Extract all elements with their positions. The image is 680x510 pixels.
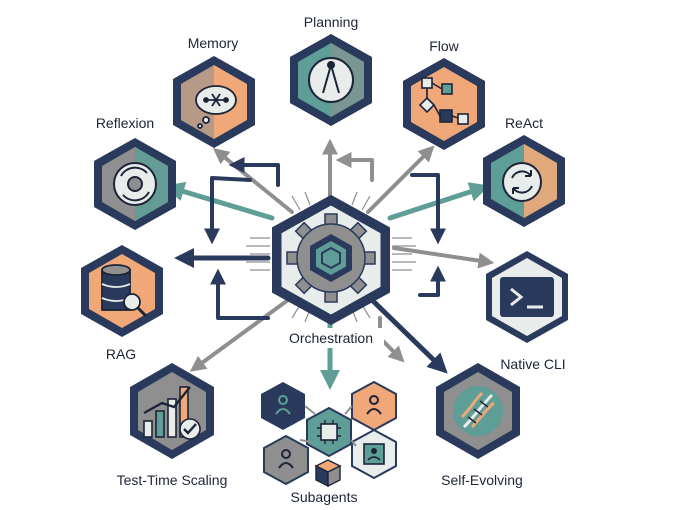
chip-icon [306, 406, 352, 458]
arrow-to-flow [366, 145, 435, 214]
arrow-to-test-time-scaling [189, 298, 290, 372]
terminal-icon [500, 277, 554, 317]
arrow-to-memory-2 [228, 157, 280, 187]
arrow-to-reflexion-2 [204, 176, 252, 245]
node-reflexion: Reflexion [94, 115, 176, 230]
flowchart-icon [418, 77, 469, 125]
reflection-cycle-icon [113, 162, 157, 206]
dna-icon [453, 386, 503, 436]
node-self-evolving: Self-Evolving [436, 363, 523, 488]
node-label-planning: Planning [304, 14, 359, 30]
node-react: ReAct [483, 115, 565, 227]
node-label-flow: Flow [429, 38, 459, 54]
database-search-icon [101, 264, 148, 318]
brain-thought-icon [195, 85, 237, 129]
node-flow: Flow [403, 38, 485, 150]
node-native-cli: Native CLI [486, 251, 568, 372]
arrow-to-self-evolving [369, 297, 448, 374]
node-subagents: Subagents [261, 380, 397, 505]
node-label-memory: Memory [188, 35, 239, 51]
node-label-subagents: Subagents [291, 489, 358, 505]
subagent-person-hex-1 [261, 382, 305, 430]
refresh-cycle-icon [502, 162, 542, 202]
arrow-to-test-time-scaling-2 [210, 268, 270, 320]
compass-icon [308, 57, 354, 103]
orchestration-core: Orchestration [246, 191, 416, 348]
node-memory: Memory [173, 35, 255, 148]
gear-icon [286, 213, 376, 303]
node-label-react: ReAct [505, 115, 543, 131]
node-label-test-time-scaling: Test-Time Scaling [117, 472, 228, 488]
node-label-self-evolving: Self-Evolving [441, 472, 523, 488]
subagent-person-hex-3 [263, 434, 309, 486]
subagent-person-hex-2 [351, 380, 397, 432]
arrow-to-flow-2 [335, 152, 374, 182]
arrow-to-react-2 [410, 173, 446, 245]
node-rag: RAG [81, 245, 163, 362]
cube-icon [314, 459, 342, 488]
node-test-time-scaling: Test-Time Scaling [117, 363, 228, 488]
arrow-to-reflexion [164, 181, 275, 221]
center-label: Orchestration [289, 330, 373, 346]
subagent-chip-person-hex [351, 428, 397, 480]
core-rays [246, 191, 416, 323]
arrow-to-native-cli-2 [418, 265, 446, 297]
node-label-reflexion: Reflexion [96, 115, 154, 131]
node-label-native-cli: Native CLI [500, 356, 565, 372]
node-label-rag: RAG [106, 346, 136, 362]
node-planning: Planning [290, 14, 372, 126]
bar-chart-growth-icon [143, 386, 201, 440]
arrow-to-native-cli [392, 246, 495, 269]
